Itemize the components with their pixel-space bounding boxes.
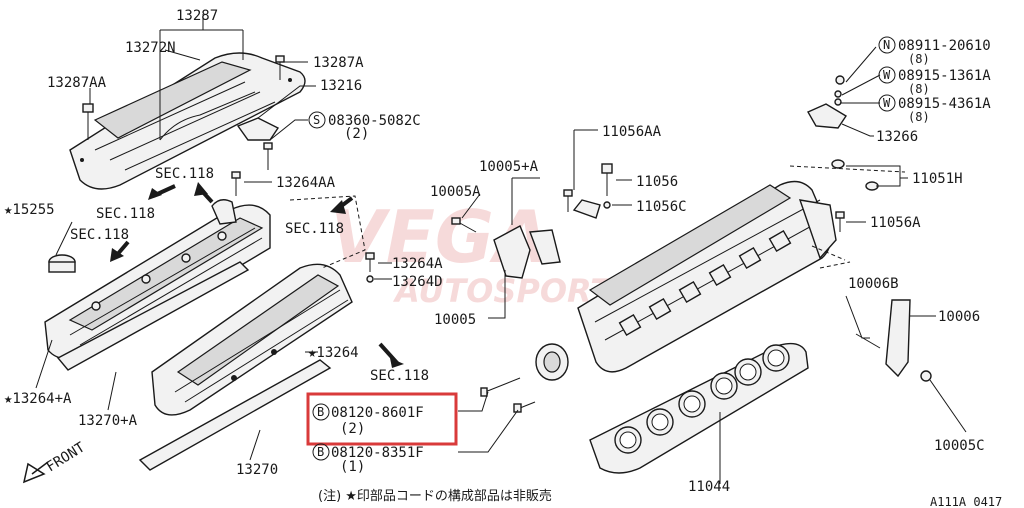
label-10005: 10005 bbox=[434, 312, 476, 328]
label-10005C: 10005C bbox=[934, 438, 985, 454]
qty-08120-8601F: (2) bbox=[340, 421, 365, 437]
head-gasket-11044 bbox=[589, 342, 809, 474]
qty-08911: (8) bbox=[908, 52, 930, 66]
cylinder-head bbox=[572, 180, 837, 373]
letter-08915-4361: W bbox=[883, 96, 891, 110]
sec118-arrows bbox=[110, 182, 404, 368]
label-sec118-d: SEC.118 bbox=[285, 221, 344, 237]
bolt-13287A bbox=[275, 55, 285, 80]
label-13270: 13270 bbox=[236, 462, 278, 478]
label-13270A: 13270+A bbox=[78, 413, 138, 429]
bracket-10006 bbox=[885, 299, 911, 378]
bolt-13264A bbox=[365, 252, 375, 283]
circle-08915-1361 bbox=[878, 66, 896, 84]
circle-08120-8601 bbox=[312, 403, 330, 421]
footnote: (注) ★印部品コードの構成部品は非販売 bbox=[318, 488, 552, 504]
circle-08915-4361 bbox=[878, 94, 896, 112]
label-08120-8601F: 08120-8601F bbox=[331, 405, 424, 421]
label-11056C: 11056C bbox=[636, 199, 687, 215]
label-13264A-star: ★13264+A bbox=[4, 391, 72, 407]
label-08911: 08911-20610 bbox=[898, 38, 991, 54]
label-10005A: 10005A bbox=[430, 184, 481, 200]
stud-10006B bbox=[855, 333, 881, 349]
letter-08911: N bbox=[883, 38, 890, 52]
qty-08915-1361A: (8) bbox=[908, 82, 930, 96]
label-13264A: 13264A bbox=[392, 256, 443, 272]
label-13264AA: 13264AA bbox=[276, 175, 336, 191]
letter-08120-8351: B bbox=[317, 445, 324, 459]
qty-08360: (2) bbox=[344, 126, 369, 142]
lifting-bracket-10005A bbox=[451, 217, 561, 279]
plugs-11051H bbox=[831, 159, 879, 191]
label-08120-8351F: 08120-8351F bbox=[331, 445, 424, 461]
rocker-cover-top bbox=[69, 52, 306, 190]
label-sec118-e: SEC.118 bbox=[370, 368, 429, 384]
label-15255: ★15255 bbox=[4, 202, 55, 218]
label-11056AA: 11056AA bbox=[602, 124, 662, 140]
label-13266: 13266 bbox=[876, 129, 918, 145]
gasket-13270 bbox=[138, 359, 332, 471]
label-13287: 13287 bbox=[176, 8, 218, 24]
circle-08911 bbox=[878, 36, 896, 54]
bolt-13264AA bbox=[231, 171, 241, 196]
label-08915-4361A: 08915-4361A bbox=[898, 96, 991, 112]
label-13216: 13216 bbox=[320, 78, 362, 94]
water-outlet bbox=[535, 343, 569, 381]
label-11056A: 11056A bbox=[870, 215, 921, 231]
label-13287AA: 13287AA bbox=[47, 75, 107, 91]
label-10005A-plus: 10005+A bbox=[479, 159, 539, 175]
oil-cap-15255 bbox=[48, 254, 76, 273]
label-13287A: 13287A bbox=[313, 55, 364, 71]
highlight-box bbox=[306, 392, 458, 446]
nut-10005C bbox=[920, 370, 932, 382]
letter-08915-1361: W bbox=[883, 68, 891, 82]
label-08915-1361A: 08915-1361A bbox=[898, 68, 991, 84]
head-bolts bbox=[563, 163, 845, 232]
front-arrow bbox=[22, 461, 49, 484]
label-front: FRONT bbox=[44, 439, 89, 475]
qty-08120-8351F: (1) bbox=[340, 459, 365, 475]
label-10006B: 10006B bbox=[848, 276, 899, 292]
label-13264: ★13264 bbox=[308, 345, 359, 361]
outlet-bolts bbox=[480, 377, 536, 413]
leader-lines bbox=[35, 14, 967, 484]
diagram-code: A111A 0417 bbox=[930, 495, 1002, 508]
cam-bracket-13266 bbox=[807, 75, 847, 129]
rocker-cover-right bbox=[151, 263, 353, 416]
circle-08360 bbox=[308, 111, 326, 129]
letter-08120-8601: B bbox=[317, 405, 324, 419]
label-11056: 11056 bbox=[636, 174, 678, 190]
label-sec118-a: SEC.118 bbox=[155, 166, 214, 182]
circle-08120-8351 bbox=[312, 443, 330, 461]
gasket-13270A bbox=[56, 261, 250, 371]
bolt-13287AA bbox=[82, 103, 94, 140]
letter-08360: S bbox=[313, 113, 320, 127]
label-13272N: 13272N bbox=[125, 40, 176, 56]
label-13264D: 13264D bbox=[392, 274, 443, 290]
qty-08915-4361A: (8) bbox=[908, 110, 930, 124]
bracket-13216 bbox=[236, 117, 280, 170]
label-11051H: 11051H bbox=[912, 171, 963, 187]
label-sec118-c: SEC.118 bbox=[70, 227, 129, 243]
label-sec118-b: SEC.118 bbox=[96, 206, 155, 222]
rocker-cover-left bbox=[44, 199, 271, 360]
label-11044: 11044 bbox=[688, 479, 730, 495]
label-08360: 08360-5082C bbox=[328, 113, 421, 129]
label-10006: 10006 bbox=[938, 309, 980, 325]
